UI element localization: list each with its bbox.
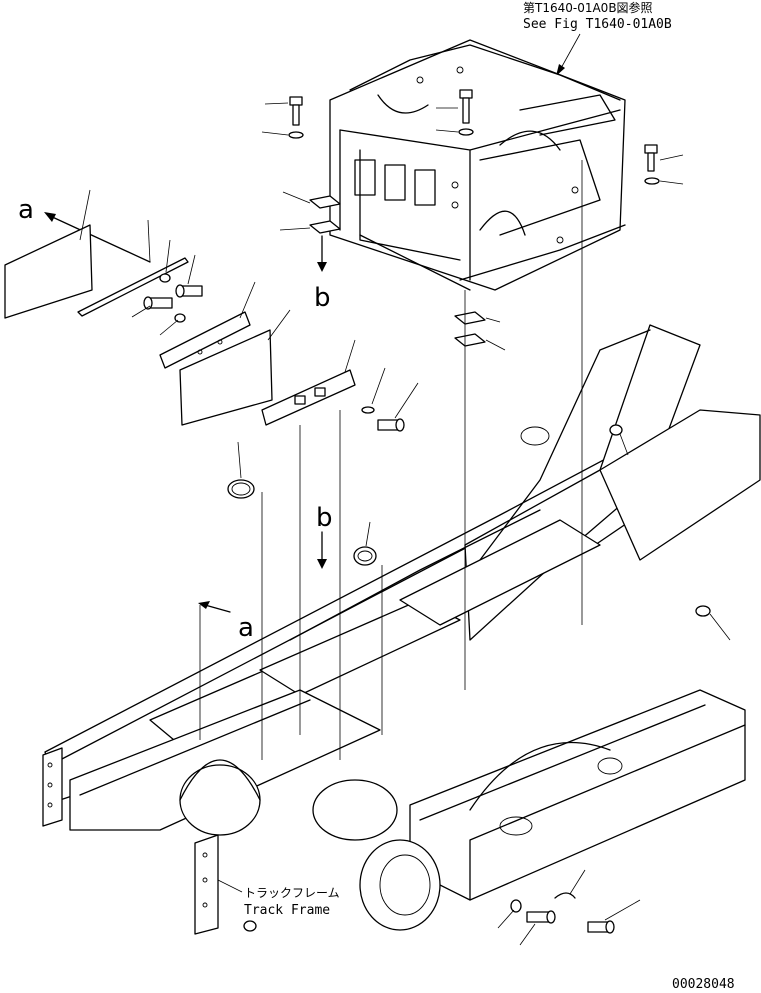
seal-ring-right <box>353 521 377 566</box>
washer-left-1 <box>159 239 171 283</box>
plug-top-right <box>609 424 629 456</box>
drawing-number: 00028048 <box>672 977 735 992</box>
plug-right <box>695 605 731 641</box>
callout-b-lower: b <box>316 503 333 533</box>
reference-label-en: See Fig T1640-01A0B <box>523 17 672 32</box>
arrow-a-top-shaft <box>47 214 151 263</box>
seal-ring-left <box>227 441 255 499</box>
arrow-b-top-head <box>317 262 327 272</box>
alignment-lines <box>199 160 583 760</box>
track-frame-body <box>42 324 761 935</box>
cover-plate-left <box>4 189 93 319</box>
track-frame-label-jp: トラックフレーム <box>244 886 340 900</box>
rod-left <box>77 219 189 317</box>
washer-upper-left <box>261 131 304 139</box>
callout-a-lower: a <box>238 613 254 643</box>
washer-lower-right <box>497 899 522 929</box>
bolt-upper-left <box>264 96 303 126</box>
callout-b-top: b <box>314 283 331 313</box>
plug-bottom-left <box>243 920 257 932</box>
bolt-left-2 <box>131 296 186 336</box>
clip-lower-right <box>554 869 586 899</box>
reference-arrowhead <box>556 64 565 76</box>
track-frame-leader <box>217 879 243 893</box>
reference-leader <box>559 33 581 71</box>
cover-plate-middle <box>159 281 291 426</box>
bolt-left-1 <box>175 254 203 298</box>
upper-frame-assembly <box>329 39 626 291</box>
bolt-upper-right <box>644 144 684 185</box>
bolt-lower-right-2 <box>587 899 641 934</box>
arrow-a-lower-shaft <box>204 604 231 613</box>
bracket-plate-middle <box>261 339 356 426</box>
arrow-b-lower-head <box>317 559 327 569</box>
arrow-a-top-head <box>44 212 56 222</box>
callout-a-top: a <box>18 195 34 225</box>
track-frame-label-en: Track Frame <box>244 903 330 918</box>
arrow-a-lower-head <box>198 601 210 609</box>
shim-stack-left <box>279 191 341 234</box>
bolt-lower-right-1 <box>519 910 556 946</box>
reference-label-jp: 第T1640-01A0B図参照 <box>523 0 653 15</box>
washer-middle <box>361 367 386 414</box>
bolt-upper-mid <box>435 89 474 136</box>
shim-stack-center <box>454 311 506 351</box>
bolt-middle <box>377 382 419 432</box>
